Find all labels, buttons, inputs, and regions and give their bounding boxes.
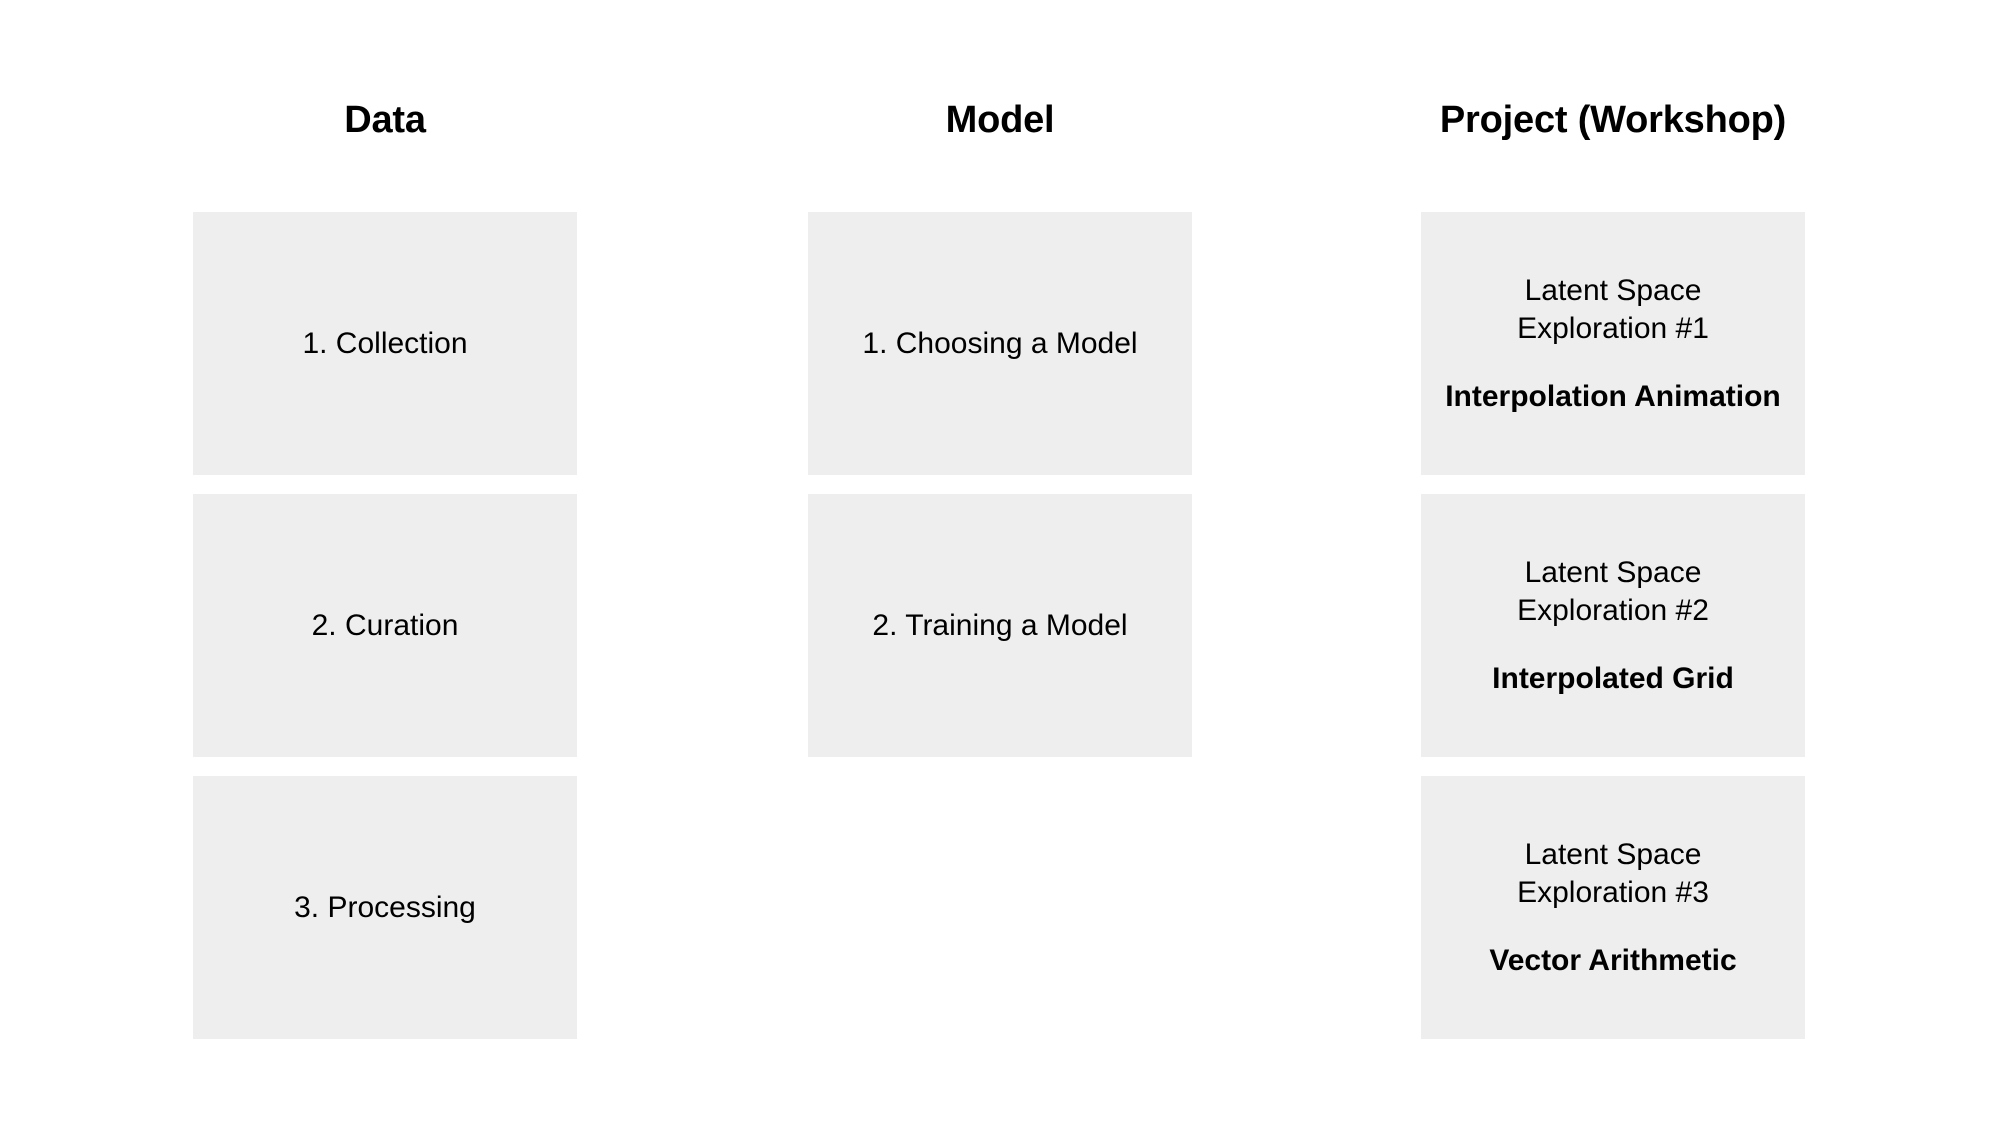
card-label: 2. Training a Model: [872, 608, 1128, 642]
card-subtitle: Latent Space Exploration #1: [1517, 273, 1709, 345]
card-project-2[interactable]: Latent Space Exploration #2 Interpolated…: [1421, 494, 1805, 757]
card-project-3[interactable]: Latent Space Exploration #3 Vector Arith…: [1421, 776, 1805, 1039]
card-model-2[interactable]: 2. Training a Model: [808, 494, 1192, 757]
card-list-data: 1. Collection 2. Curation 3. Processing: [193, 212, 577, 1058]
card-emphasis: Vector Arithmetic: [1489, 943, 1737, 977]
card-list-project: Latent Space Exploration #1 Interpolatio…: [1421, 212, 1805, 1058]
card-label: 1. Collection: [302, 326, 468, 360]
card-label: 2. Curation: [311, 608, 459, 642]
card-data-2[interactable]: 2. Curation: [193, 494, 577, 757]
column-title-data: Data: [344, 99, 426, 141]
card-project-1[interactable]: Latent Space Exploration #1 Interpolatio…: [1421, 212, 1805, 475]
card-data-3[interactable]: 3. Processing: [193, 776, 577, 1039]
card-subtitle: Latent Space Exploration #2: [1517, 555, 1709, 627]
card-label: 1. Choosing a Model: [862, 326, 1138, 360]
card-emphasis: Interpolation Animation: [1445, 379, 1781, 413]
card-emphasis: Interpolated Grid: [1492, 661, 1734, 695]
column-title-project: Project (Workshop): [1439, 99, 1787, 141]
column-title-model: Model: [945, 99, 1055, 141]
card-model-1[interactable]: 1. Choosing a Model: [808, 212, 1192, 475]
card-subtitle: Latent Space Exploration #3: [1517, 837, 1709, 909]
card-data-1[interactable]: 1. Collection: [193, 212, 577, 475]
card-label: 3. Processing: [294, 890, 476, 924]
card-list-model: 1. Choosing a Model 2. Training a Model: [808, 212, 1192, 776]
